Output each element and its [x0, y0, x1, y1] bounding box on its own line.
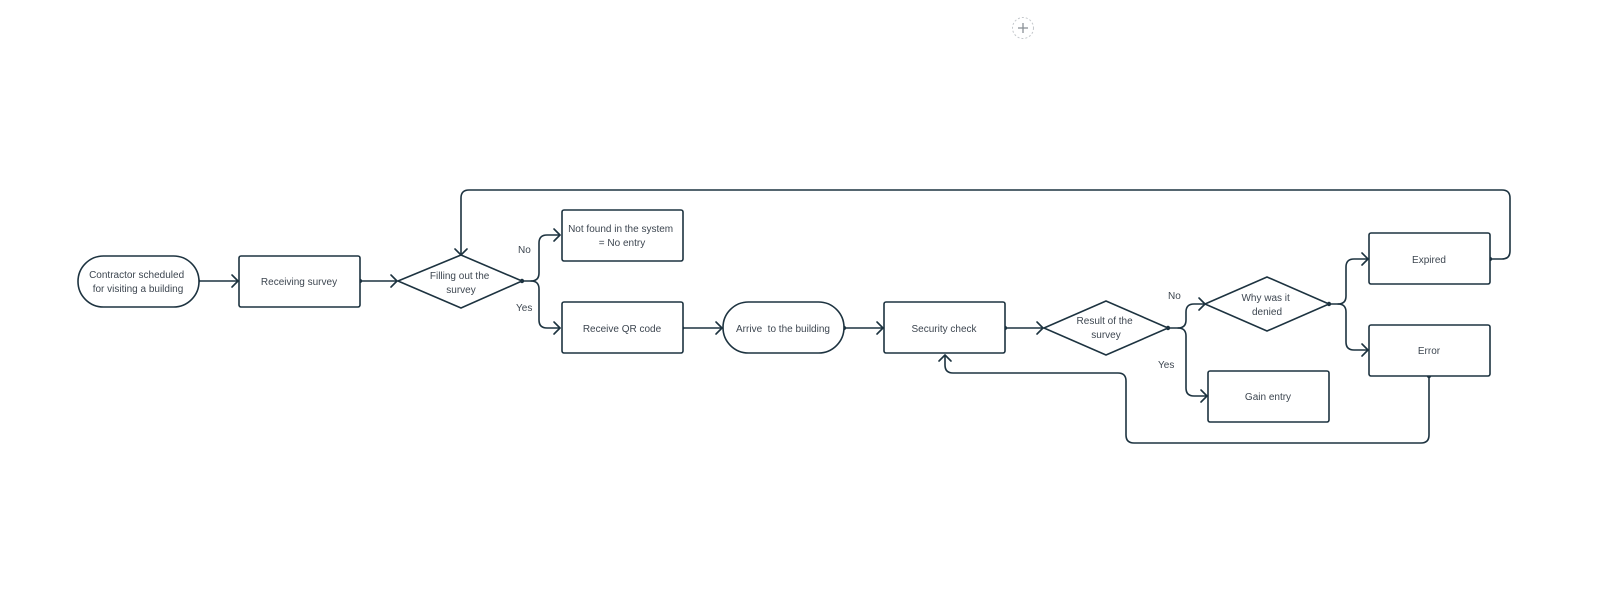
node-label: Receive QR code	[583, 324, 662, 335]
node-why-denied[interactable]: Why was it denied	[1202, 276, 1332, 332]
node-label: Result of the survey	[1077, 316, 1136, 341]
arrowhead	[715, 321, 723, 335]
node-label-line: denied	[1252, 307, 1282, 318]
process-shape	[1368, 324, 1491, 377]
add-node-button[interactable]	[1012, 17, 1034, 39]
arrowhead	[1200, 389, 1208, 403]
edge-filling-to-notfound	[521, 234, 561, 282]
node-error[interactable]: Error	[1368, 324, 1491, 377]
node-not-found[interactable]: Not found in the system = No entry	[561, 209, 684, 262]
process-shape	[561, 209, 684, 262]
node-label-line: survey	[1091, 330, 1120, 341]
process-shape	[883, 301, 1006, 354]
node-label: Receiving survey	[261, 277, 337, 288]
arrowhead	[231, 274, 239, 288]
node-label-line: Why was it	[1241, 293, 1290, 304]
node-label: Not found in the system = No entry	[568, 224, 676, 249]
process-shape	[1368, 232, 1491, 285]
node-label-line: Not found in the system	[568, 224, 673, 235]
node-label: Why was it denied	[1241, 293, 1292, 318]
node-expired[interactable]: Expired	[1368, 232, 1491, 285]
edge-label-yes: Yes	[516, 303, 532, 314]
edge-filling-to-qr	[530, 280, 561, 329]
edge-result-to-gainentry	[1177, 327, 1208, 397]
node-label: Security check	[911, 324, 977, 335]
terminator-shape	[722, 301, 845, 354]
edge-expired-to-filling	[460, 189, 1511, 260]
decision-shape	[1041, 300, 1171, 356]
edge-whydenied-to-error	[1337, 303, 1369, 351]
edge-label-yes: Yes	[1158, 360, 1174, 371]
plus-icon	[1018, 23, 1028, 33]
node-label: Contractor scheduled for visiting a buil…	[89, 270, 187, 295]
node-label-line: = No entry	[599, 238, 645, 249]
node-label: Gain entry	[1245, 392, 1291, 403]
arrowhead	[553, 228, 561, 242]
node-label-line: Filling out the	[430, 271, 490, 282]
node-label: Filling out the survey	[430, 271, 492, 296]
edge-whydenied-to-expired	[1328, 258, 1369, 305]
arrowhead	[553, 321, 561, 335]
edges	[195, 189, 1511, 444]
arrowhead	[1361, 252, 1369, 266]
node-label: Expired	[1412, 255, 1446, 266]
node-gain-entry[interactable]: Gain entry	[1207, 370, 1330, 423]
process-shape	[561, 301, 684, 354]
edge-result-to-whydenied	[1167, 303, 1206, 329]
arrowhead	[1361, 343, 1369, 357]
node-label-line: Result of the	[1077, 316, 1134, 327]
node-receive-qr[interactable]: Receive QR code	[561, 301, 684, 354]
edge-label-no: No	[518, 245, 531, 256]
arrowhead	[876, 321, 884, 335]
node-label-line: survey	[446, 285, 475, 296]
node-result-of-survey[interactable]: Result of the survey	[1041, 300, 1171, 356]
decision-shape	[1202, 276, 1332, 332]
node-security-check[interactable]: Security check	[883, 301, 1006, 354]
node-contractor-scheduled[interactable]: Contractor scheduled for visiting a buil…	[77, 255, 200, 308]
edge-error-to-security	[944, 354, 1430, 444]
decision-shape	[395, 254, 525, 309]
edge-label-no: No	[1168, 291, 1181, 302]
node-label: Arrive to the building	[736, 324, 830, 335]
node-filling-out-survey[interactable]: Filling out the survey	[395, 254, 525, 309]
arrowhead	[938, 354, 952, 362]
node-receiving-survey[interactable]: Receiving survey	[238, 255, 361, 308]
process-shape	[1207, 370, 1330, 423]
node-label-line: for visiting a building	[93, 284, 184, 295]
node-arrive-building[interactable]: Arrive to the building	[722, 301, 845, 354]
node-label-line: Contractor scheduled	[89, 270, 184, 281]
node-label: Error	[1418, 346, 1441, 357]
process-shape	[238, 255, 361, 308]
terminator-shape	[77, 255, 200, 308]
